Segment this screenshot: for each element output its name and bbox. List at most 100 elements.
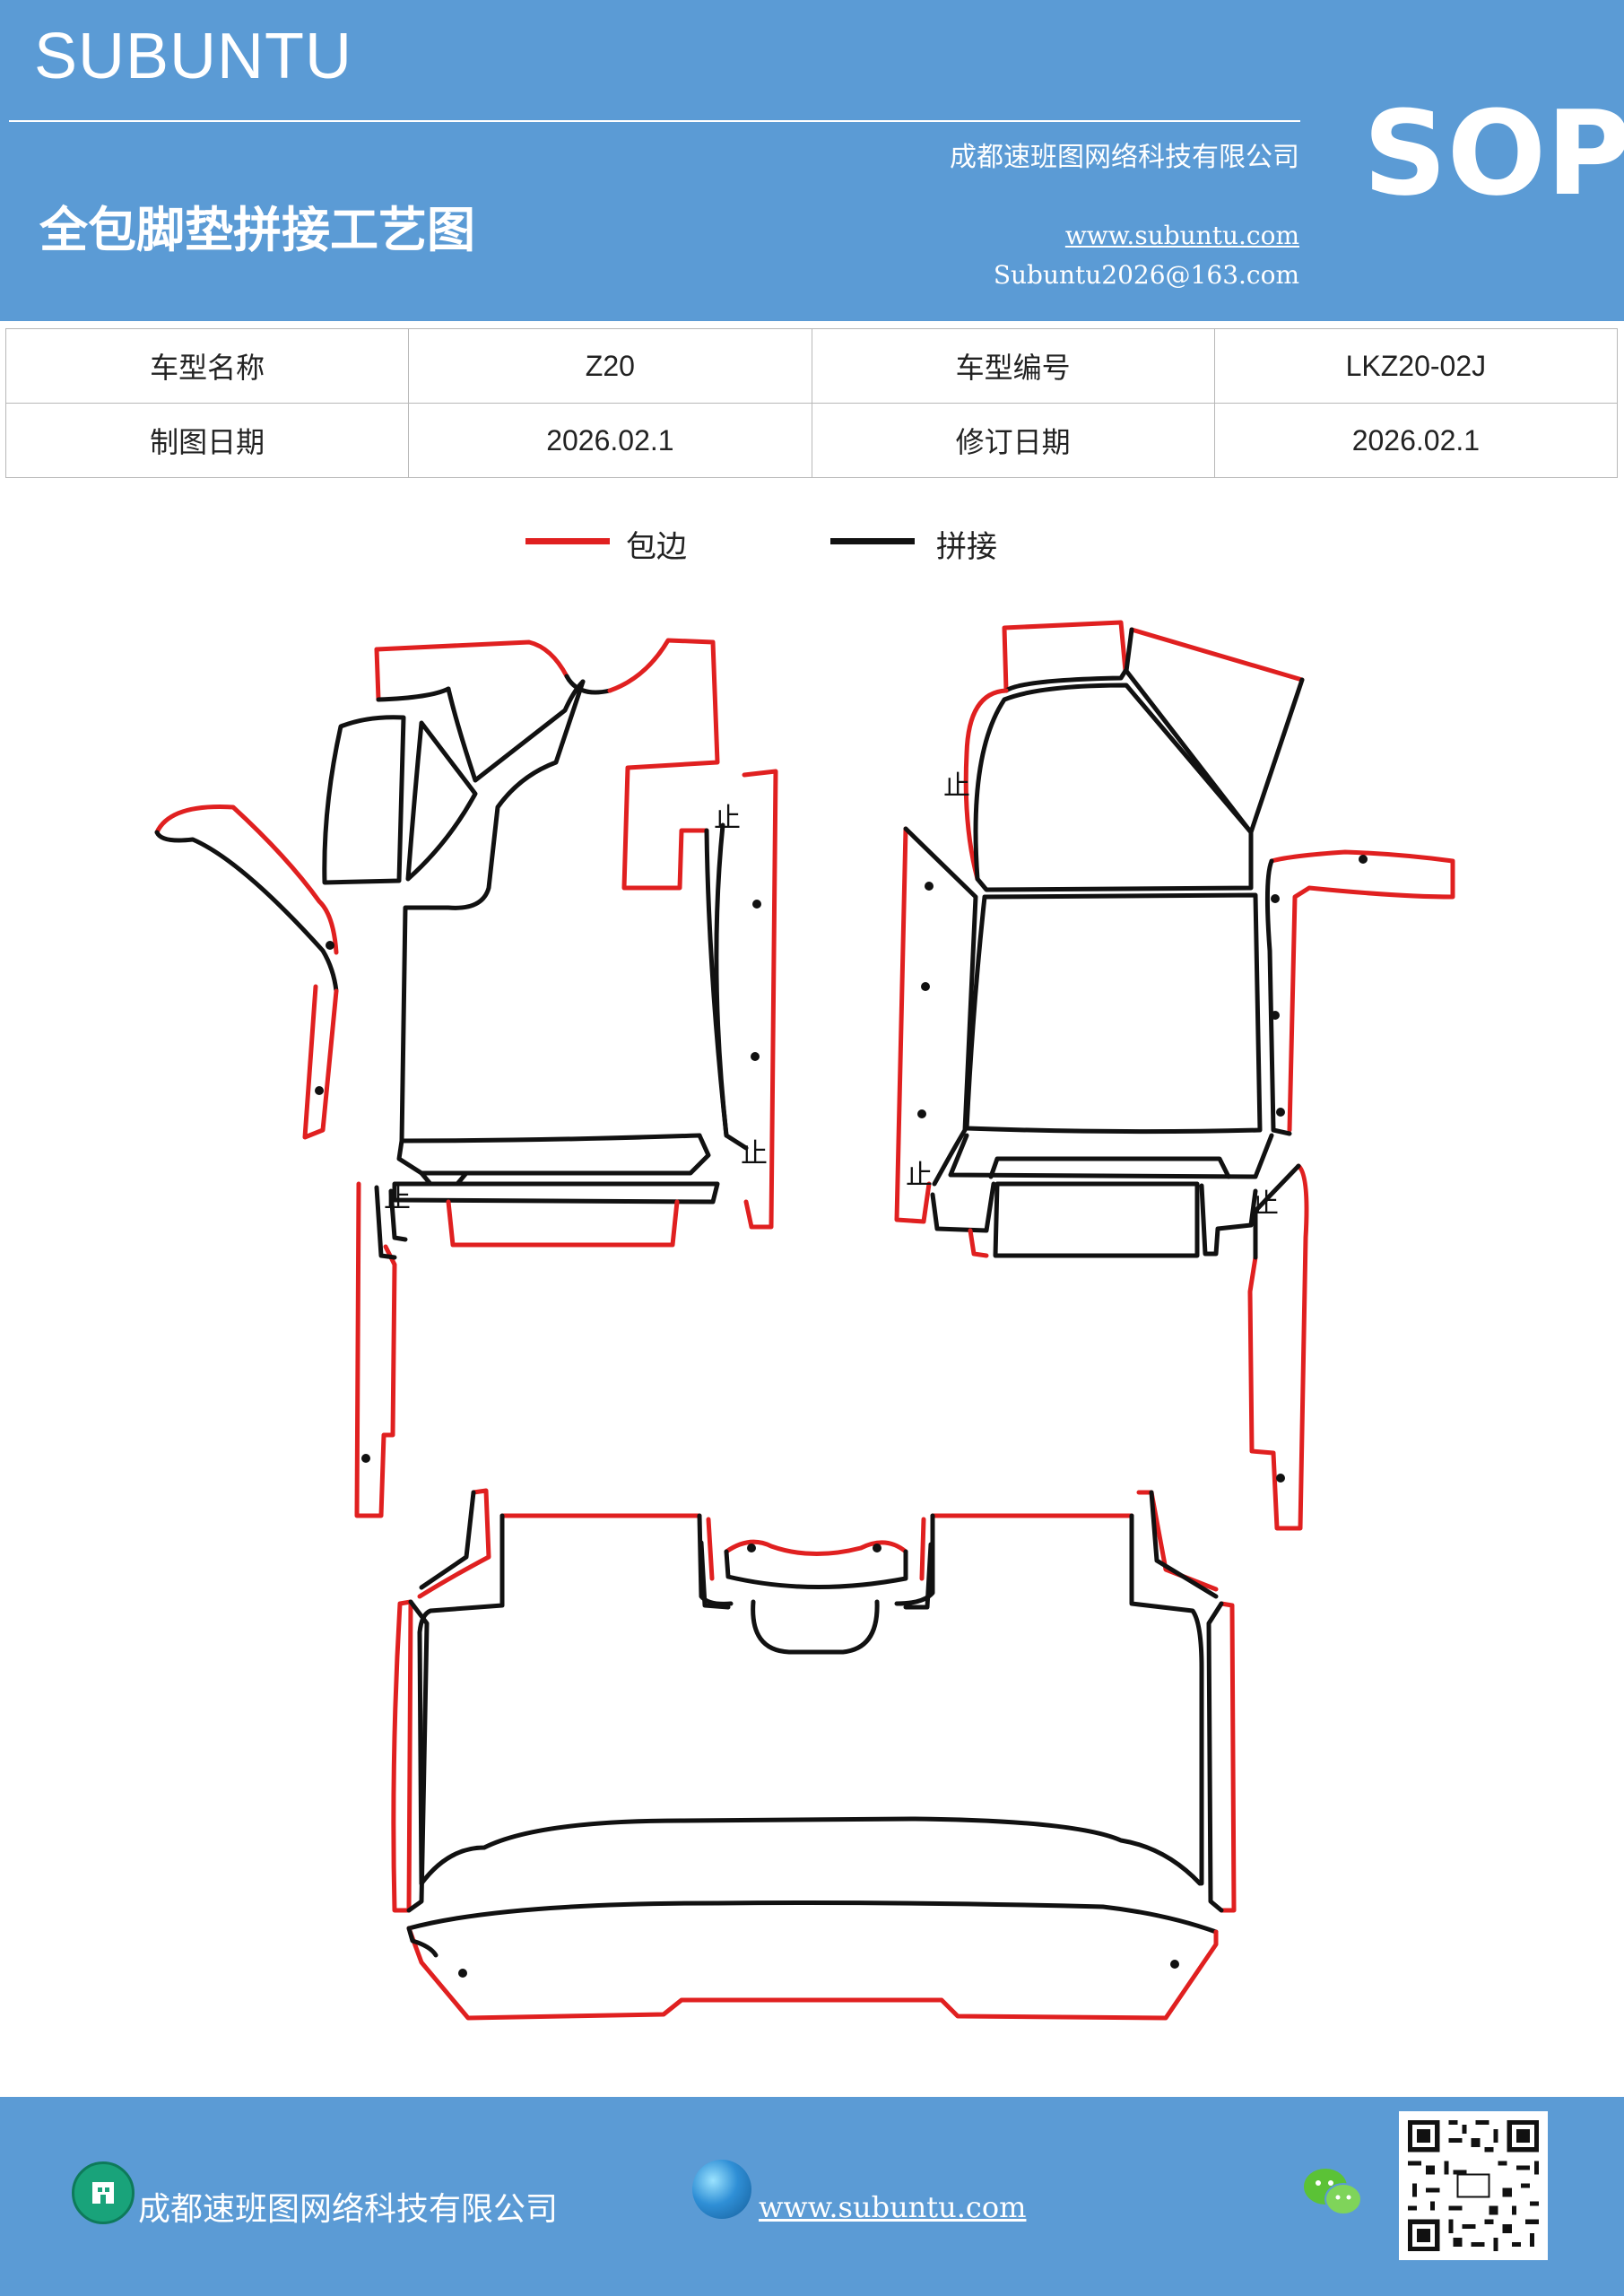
edge-black: [973, 683, 1254, 892]
building-icon: [72, 2161, 135, 2224]
edge-black: [154, 830, 339, 994]
stop-mark: 止: [714, 803, 741, 834]
edge-black: [993, 1181, 1200, 1258]
edge-black: [419, 1816, 1203, 1886]
edge-black: [714, 822, 749, 1151]
edge-black: [1253, 1163, 1301, 1260]
globe-icon: [692, 2160, 751, 2219]
model-info-table: 车型名称 Z20 车型编号 LKZ20-02J 制图日期 2026.02.1 修…: [4, 328, 1619, 478]
edge-black: [374, 1185, 397, 1260]
model-code-label: 车型编号: [811, 328, 1215, 404]
pin-dot: [747, 1544, 756, 1552]
pin-dot: [326, 941, 334, 950]
edge-black: [564, 674, 612, 695]
header-banner: SUBUNTU 成都速班图网络科技有限公司 全包脚垫拼接工艺图 www.subu…: [0, 0, 1624, 321]
stop-mark: 止: [1252, 1188, 1279, 1220]
edge-red: [374, 647, 381, 702]
edge-red: [354, 1181, 397, 1518]
pin-dot: [1359, 855, 1368, 864]
legend-edging-swatch: [525, 538, 610, 544]
pin-dot: [1271, 894, 1280, 903]
model-name-value: Z20: [408, 328, 812, 404]
header-website-link[interactable]: www.subuntu.com: [1064, 221, 1299, 250]
edge-black: [405, 720, 478, 882]
edge-red: [963, 688, 1009, 882]
header-company-name: 成都速班图网络科技有限公司: [950, 142, 1299, 173]
edge-red: [894, 826, 932, 1224]
model-code-value: LKZ20-02J: [1213, 328, 1619, 404]
revision-date-label: 修订日期: [811, 403, 1215, 478]
edge-black: [724, 1549, 908, 1590]
edge-black: [388, 1188, 408, 1242]
front-right-mat: [894, 620, 1455, 1531]
footer-bar: 成都速班图网络科技有限公司 www.subuntu.com: [0, 2097, 1624, 2296]
edge-black: [1149, 1490, 1219, 1599]
edge-black: [1129, 1513, 1204, 1886]
edge-red: [154, 804, 339, 955]
pin-dot: [925, 882, 934, 891]
qr-code-image: [1399, 2111, 1548, 2260]
edge-black: [392, 1181, 720, 1205]
edge-black: [894, 1513, 935, 1606]
footer-website-link[interactable]: www.subuntu.com: [759, 2190, 1027, 2224]
edge-red: [1247, 1163, 1309, 1531]
edge-red: [446, 1199, 680, 1248]
drawing-date-value: 2026.02.1: [408, 403, 812, 478]
edge-black: [406, 1599, 430, 1913]
pin-dot: [1271, 1011, 1280, 1020]
edge-red: [1219, 1601, 1237, 1913]
footer-company-name: 成都速班图网络科技有限公司: [138, 2191, 559, 2228]
pin-dot: [315, 1086, 324, 1095]
document-title: 全包脚垫拼接工艺图: [39, 201, 475, 258]
edge-black: [1206, 1601, 1224, 1913]
floor-mat-diagram: 止 止 止 止 止 止: [154, 620, 1455, 2021]
edge-red: [406, 1926, 1219, 2021]
edge-black: [988, 1156, 1231, 1179]
front-left-mat: [154, 638, 778, 1518]
edge-black: [697, 1513, 734, 1606]
edge-black: [1199, 1183, 1258, 1257]
stop-mark: 止: [943, 770, 970, 802]
edge-black: [406, 1926, 439, 1958]
sop-badge: SOP: [1363, 85, 1624, 222]
legend-splice-label: 拼接: [936, 529, 997, 565]
revision-date-value: 2026.02.1: [1213, 403, 1619, 478]
edge-red: [724, 1539, 908, 1557]
wechat-icon[interactable]: [1300, 2163, 1365, 2221]
edge-black: [903, 1542, 934, 1610]
stop-mark: 止: [906, 1160, 933, 1191]
edge-red: [302, 984, 339, 1140]
stop-mark: 止: [741, 1138, 768, 1170]
edge-red: [1002, 620, 1128, 693]
brand-logo-text: SUBUNTU: [34, 21, 353, 92]
legend-edging-label: 包边: [626, 529, 687, 565]
edge-black: [406, 1900, 1219, 1935]
pin-dot: [1170, 1960, 1179, 1969]
edge-red: [374, 639, 569, 679]
pin-dot: [458, 1969, 467, 1978]
edge-black: [376, 686, 451, 702]
edge-black: [1264, 858, 1292, 1136]
edge-red: [1129, 627, 1305, 683]
edge-black: [699, 1540, 731, 1610]
edge-black: [903, 826, 978, 1187]
pin-dot: [751, 1052, 760, 1061]
edge-black: [964, 892, 1263, 1135]
edge-red: [968, 1228, 989, 1258]
edge-red: [607, 638, 720, 891]
edge-black: [1003, 668, 1128, 693]
pin-dot: [752, 900, 761, 909]
legend-splice-swatch: [830, 538, 915, 544]
edge-red: [1269, 849, 1455, 1133]
table-row: 车型名称 Z20 车型编号 LKZ20-02J: [4, 328, 1619, 404]
edge-black: [322, 715, 406, 885]
edge-red: [919, 1517, 926, 1581]
edge-red: [417, 1488, 491, 1599]
rear-mat: [391, 1488, 1237, 2021]
edge-black: [751, 1599, 880, 1655]
edge-red: [742, 769, 778, 1230]
drawing-date-label: 制图日期: [4, 403, 410, 478]
edge-black: [948, 1133, 1274, 1179]
pin-dot: [1276, 1474, 1285, 1483]
edge-black: [396, 1133, 711, 1176]
